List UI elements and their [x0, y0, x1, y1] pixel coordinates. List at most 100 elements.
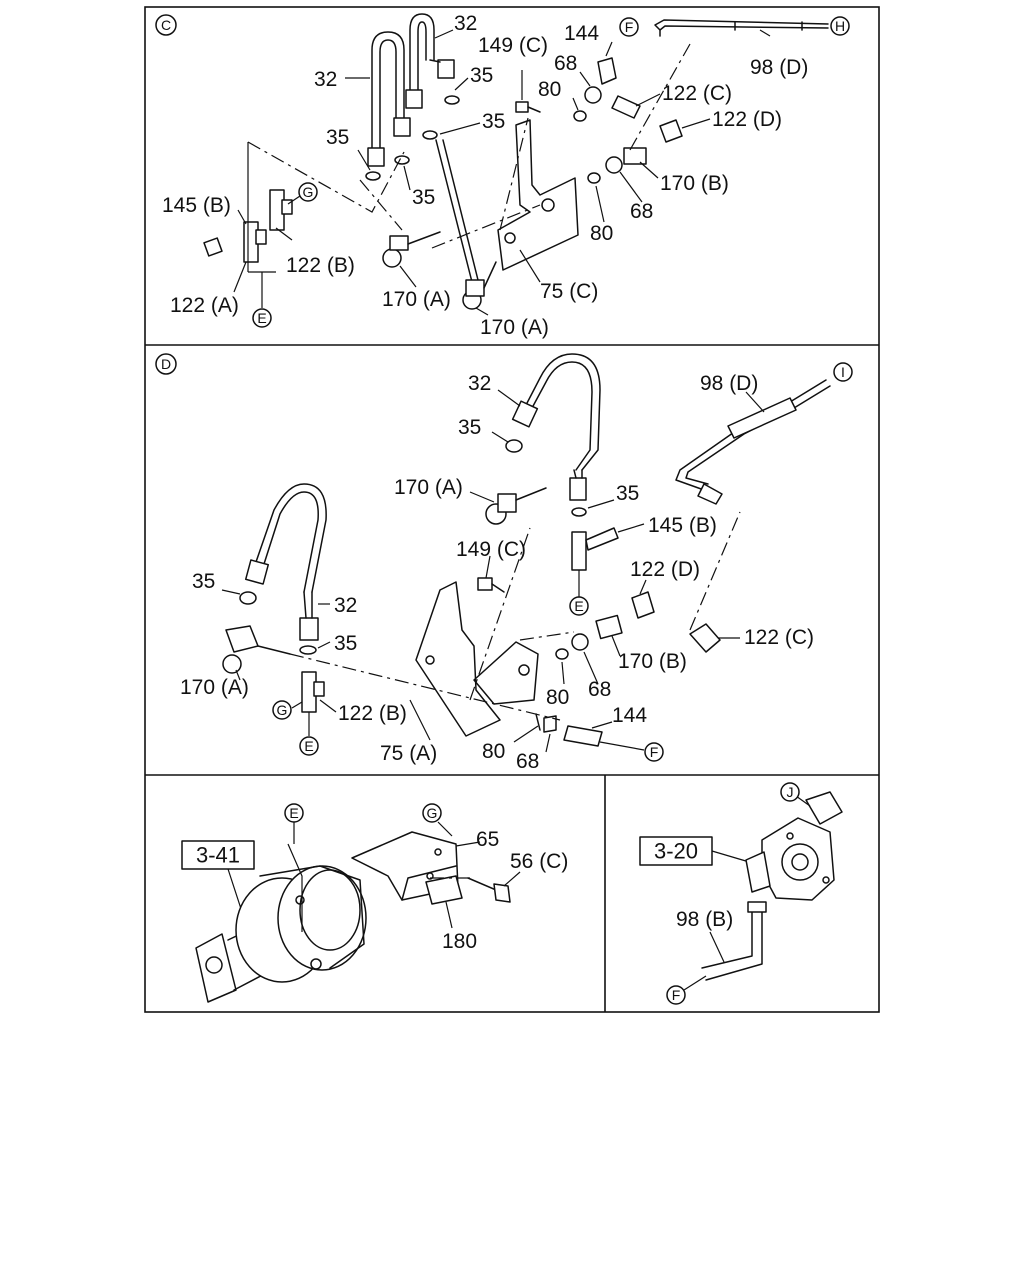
callout-e: E [304, 738, 313, 754]
labels-br: 98 (B) [676, 908, 733, 931]
hose-32-lower [244, 483, 327, 641]
callouts-br: J F [666, 782, 800, 1005]
label-122c: 122 (C) [662, 82, 732, 105]
label-145b: 145 (B) [162, 194, 231, 217]
label-170a: 170 (A) [394, 476, 463, 499]
plate-180 [425, 875, 463, 905]
panel-bottom-right: 3-20 98 (B) J F [639, 782, 843, 1005]
label-98d: 98 (D) [700, 372, 758, 395]
label-35: 35 [334, 632, 357, 655]
callout-e: E [574, 598, 583, 614]
ref-box-3-41: 3-41 [181, 840, 255, 870]
centre-lines-mid [289, 511, 741, 721]
panel-c: C [155, 12, 850, 339]
label-35: 35 [192, 570, 215, 593]
label-170b: 170 (B) [618, 650, 687, 673]
svg-text:D: D [161, 356, 171, 372]
callout-h: H [835, 18, 845, 34]
label-35: 35 [616, 482, 639, 505]
label-144: 144 [612, 704, 647, 727]
label-68: 68 [588, 678, 611, 701]
label-98b: 98 (B) [676, 908, 733, 931]
label-145b: 145 (B) [648, 514, 717, 537]
panel-c-badge: C [155, 14, 177, 36]
label-35: 35 [412, 186, 435, 209]
label-68: 68 [554, 52, 577, 75]
label-68: 68 [630, 200, 653, 223]
svg-text:3-20: 3-20 [654, 839, 698, 864]
hose-98b [683, 795, 811, 991]
hose-32-upper [511, 353, 601, 501]
rod-98d-mid [675, 379, 831, 505]
label-80: 80 [538, 78, 561, 101]
label-122a: 122 (A) [170, 294, 239, 317]
svg-text:3-41: 3-41 [196, 843, 240, 868]
label-35: 35 [326, 126, 349, 149]
callouts-mid: I E G E F [272, 362, 853, 762]
label-32: 32 [468, 372, 491, 395]
label-56c: 56 (C) [510, 850, 568, 873]
leaders-mid [221, 389, 765, 753]
bolt-149c [515, 101, 541, 113]
label-170a: 170 (A) [480, 316, 549, 339]
panel-bottom-left: 3-41 [181, 803, 568, 1003]
label-35: 35 [470, 64, 493, 87]
label-32: 32 [314, 68, 337, 91]
ref-box-3-20: 3-20 [639, 836, 713, 866]
bolt-149c-mid [477, 577, 505, 593]
label-80: 80 [482, 740, 505, 763]
label-35: 35 [482, 110, 505, 133]
callout-g: G [277, 702, 288, 718]
panel-frames [144, 6, 880, 1013]
label-122b: 122 (B) [338, 702, 407, 725]
label-32: 32 [334, 594, 357, 617]
label-149c: 149 (C) [478, 34, 548, 57]
centre-lines-top [247, 43, 691, 308]
label-122c: 122 (C) [744, 626, 814, 649]
bolt-56c [467, 877, 511, 903]
labels-bl: 65 56 (C) 180 [442, 828, 568, 953]
label-170a: 170 (A) [382, 288, 451, 311]
label-149c: 149 (C) [456, 538, 526, 561]
label-170b: 170 (B) [660, 172, 729, 195]
label-80: 80 [546, 686, 569, 709]
callout-f: F [625, 19, 634, 35]
brake-chamber [195, 865, 367, 1003]
label-75a: 75 (A) [380, 742, 437, 765]
labels-top: 32 32 35 35 35 35 149 (C) 144 68 80 122 … [162, 12, 808, 339]
tee-145b-mid [571, 527, 619, 571]
fitting-group-mid [535, 591, 721, 747]
valve-body [745, 791, 843, 901]
label-122d: 122 (D) [630, 558, 700, 581]
label-180: 180 [442, 930, 477, 953]
label-144: 144 [564, 22, 599, 45]
callout-i: I [841, 364, 845, 380]
centre-lines-bl [287, 821, 521, 932]
label-68: 68 [516, 750, 539, 773]
fitting-group-top [573, 57, 683, 184]
callout-f: F [650, 744, 659, 760]
labels-mid: 32 35 170 (A) 35 145 (B) 149 (C) 98 (D) … [180, 372, 814, 773]
callout-g: G [303, 184, 314, 200]
callout-f: F [672, 987, 681, 1003]
callouts-top: F H G E [252, 16, 850, 328]
label-80: 80 [590, 222, 613, 245]
bracket-75a [415, 581, 539, 737]
hose-32-pair [367, 13, 479, 283]
label-35: 35 [458, 416, 481, 439]
label-75c: 75 (C) [540, 280, 598, 303]
tee-122b-mid [301, 671, 325, 713]
callout-j: J [787, 784, 794, 800]
label-65: 65 [476, 828, 499, 851]
label-122d: 122 (D) [712, 108, 782, 131]
bracket-75c [497, 119, 579, 271]
callout-e: E [257, 310, 266, 326]
callout-e: E [289, 805, 298, 821]
leaders-top [233, 29, 771, 316]
label-32: 32 [454, 12, 477, 35]
washers-35-mid [239, 439, 587, 655]
panel-d-badge: D [155, 353, 177, 375]
label-170a: 170 (A) [180, 676, 249, 699]
callouts-bl: E G [284, 803, 442, 823]
